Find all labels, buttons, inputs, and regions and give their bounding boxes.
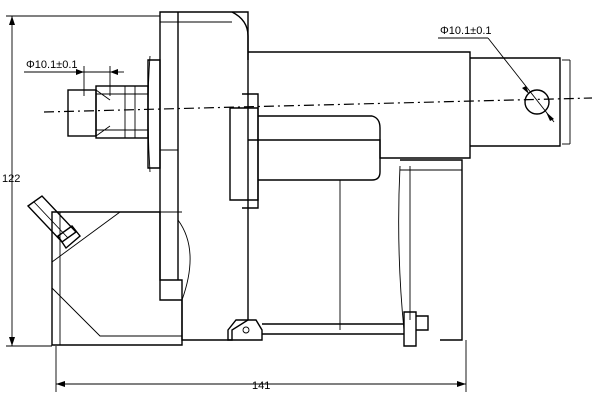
capacitor-block	[398, 159, 463, 341]
left-flange	[67, 55, 161, 173]
tie-rod	[227, 311, 429, 347]
motor-block	[159, 11, 249, 341]
label-width: 141	[252, 380, 270, 392]
label-hole-left: Φ10.1±0.1	[26, 59, 78, 71]
side-bolt	[26, 195, 81, 250]
centerline	[43, 97, 593, 113]
middle-shaft	[229, 93, 381, 330]
dimension-height	[6, 15, 160, 347]
upper-cylinder	[248, 51, 571, 159]
dimension-hole-left	[24, 66, 124, 96]
main-housing	[51, 211, 183, 346]
dimension-width	[55, 340, 467, 392]
dimension-hole-right	[438, 37, 555, 123]
label-hole-right: Φ10.1±0.1	[440, 25, 492, 37]
label-height: 122	[2, 173, 20, 185]
